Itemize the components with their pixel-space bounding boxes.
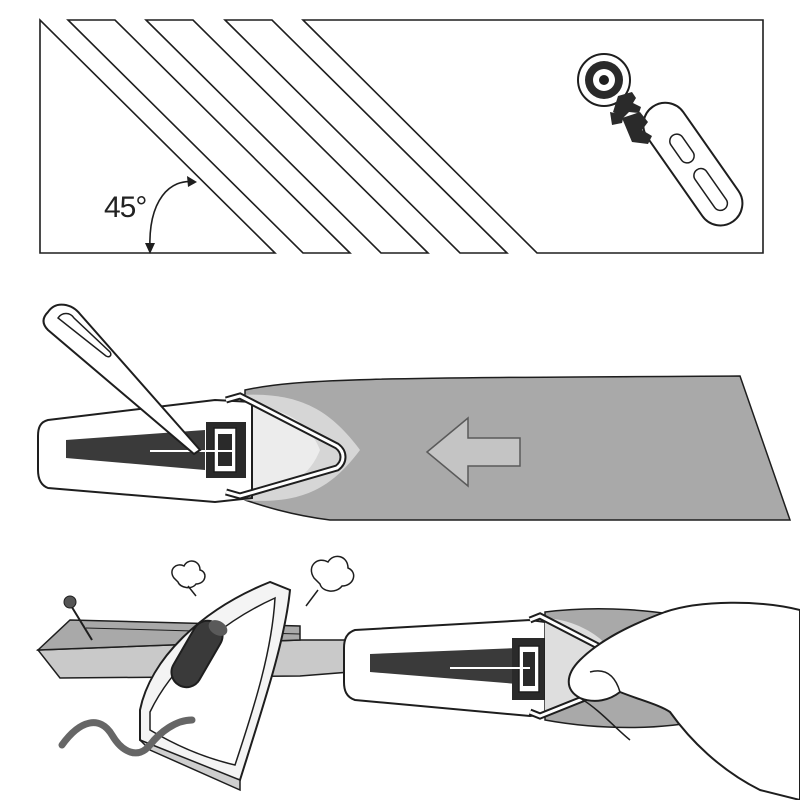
iron-cord bbox=[58, 716, 196, 757]
bias-strip-1 bbox=[66, 19, 352, 254]
needle-icon bbox=[42, 303, 202, 456]
angle-label: 45° bbox=[104, 191, 146, 224]
pin-icon bbox=[63, 595, 93, 641]
panel-cutting-bias-strips: 45° bbox=[39, 18, 764, 254]
fabric-piece-left bbox=[39, 18, 277, 254]
angle-arc-arrow bbox=[149, 180, 196, 251]
iron-icon bbox=[139, 580, 292, 792]
tape-maker-slot bbox=[66, 430, 205, 470]
angle-arrowhead-bottom bbox=[145, 243, 155, 254]
bias-strip-2 bbox=[144, 19, 430, 254]
panel-ironing-tape bbox=[36, 555, 800, 800]
steam-puff-icon bbox=[171, 560, 206, 597]
rotary-cutter-icon bbox=[577, 53, 744, 227]
panel-feeding-tape-maker bbox=[37, 303, 792, 521]
angle-arrowhead-top bbox=[187, 176, 197, 187]
direction-arrow-icon bbox=[425, 416, 521, 488]
steam-puff-icon-2 bbox=[305, 555, 355, 607]
bias-strip-3 bbox=[223, 19, 509, 254]
fabric-piece-right bbox=[301, 19, 764, 254]
